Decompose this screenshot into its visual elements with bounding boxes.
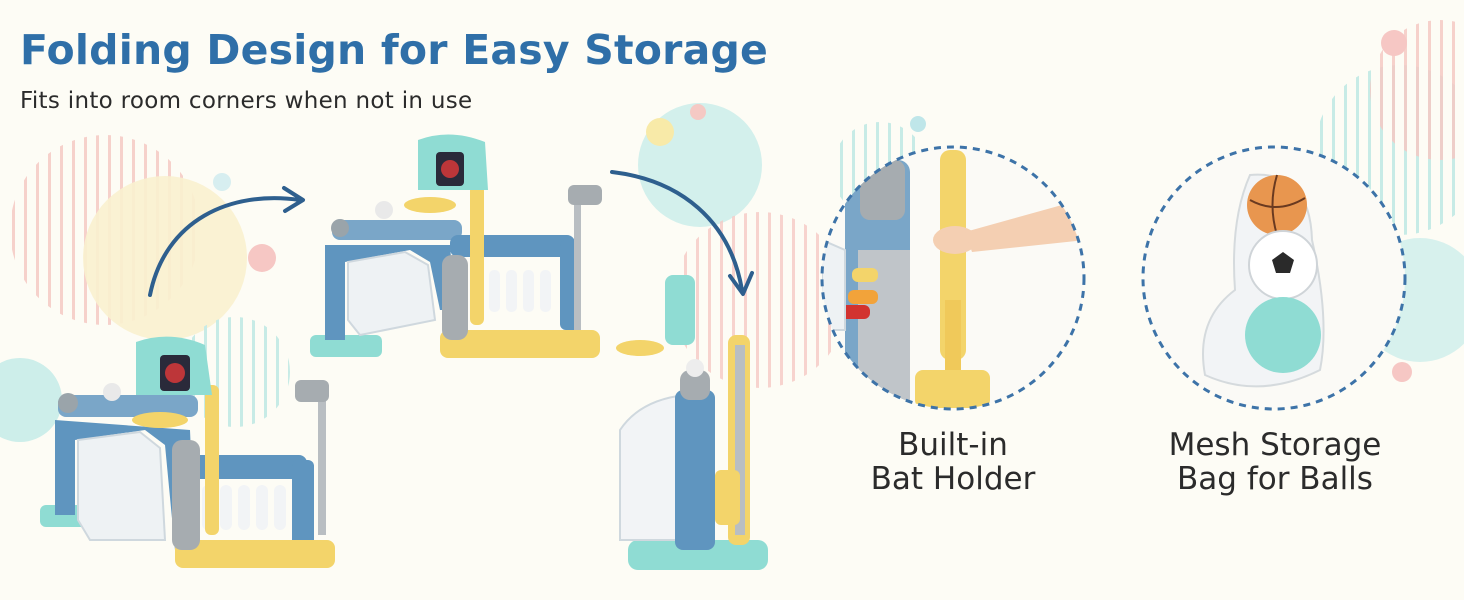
curved-arrow-icon <box>148 186 305 297</box>
toy-unfolded-back <box>310 134 602 358</box>
decor-circle <box>213 173 231 191</box>
mesh-bag-closeup <box>1141 145 1407 411</box>
decor-circle <box>248 244 276 272</box>
toy-unfolded-front <box>40 336 335 568</box>
decor-circle <box>646 118 674 146</box>
caption-line: Built-in <box>898 427 1008 463</box>
curved-arrow-icon <box>610 170 754 296</box>
toy-folded <box>616 275 768 570</box>
decor-circle <box>1392 362 1412 382</box>
decor-circle <box>0 358 62 442</box>
page-subtitle: Fits into room corners when not in use <box>20 88 473 114</box>
decor-circle <box>1381 30 1407 56</box>
decor-circle <box>672 212 848 388</box>
bat-holder-caption: Built-in Bat Holder <box>838 428 1068 496</box>
caption-line: Mesh Storage <box>1168 427 1382 463</box>
bat-holder-closeup <box>820 145 1086 411</box>
decor-circle <box>690 104 706 120</box>
caption-line: Bag for Balls <box>1177 461 1373 497</box>
page-title: Folding Design for Easy Storage <box>20 26 769 74</box>
caption-line: Bat Holder <box>870 461 1036 497</box>
mesh-bag-caption: Mesh Storage Bag for Balls <box>1130 428 1420 496</box>
decor-circle <box>910 116 926 132</box>
